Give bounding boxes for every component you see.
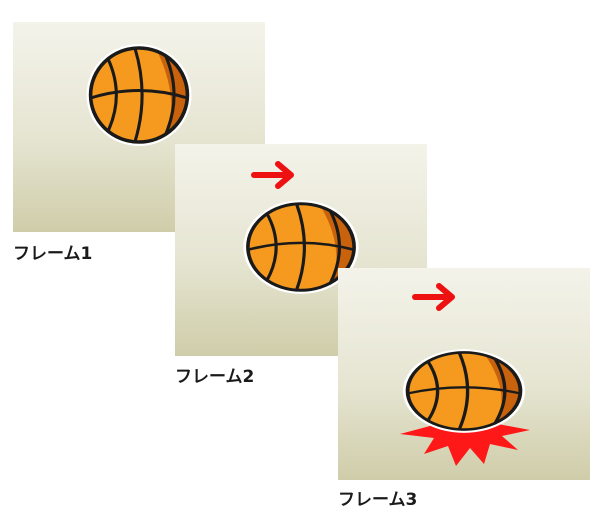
frame-panel-1: [13, 22, 265, 232]
basketball-icon: [402, 349, 526, 433]
frame-panel-3: [338, 268, 590, 480]
basketball-icon: [243, 200, 359, 294]
arrow-right-icon: [251, 161, 294, 189]
frame-panel-2: [175, 144, 427, 356]
arrow-right-icon: [412, 283, 455, 311]
basketball-icon: [86, 44, 192, 146]
frame-2-label: フレーム2: [175, 367, 255, 387]
frame-3-label: フレーム3: [338, 490, 418, 510]
frame-1-label: フレーム1: [13, 244, 93, 264]
